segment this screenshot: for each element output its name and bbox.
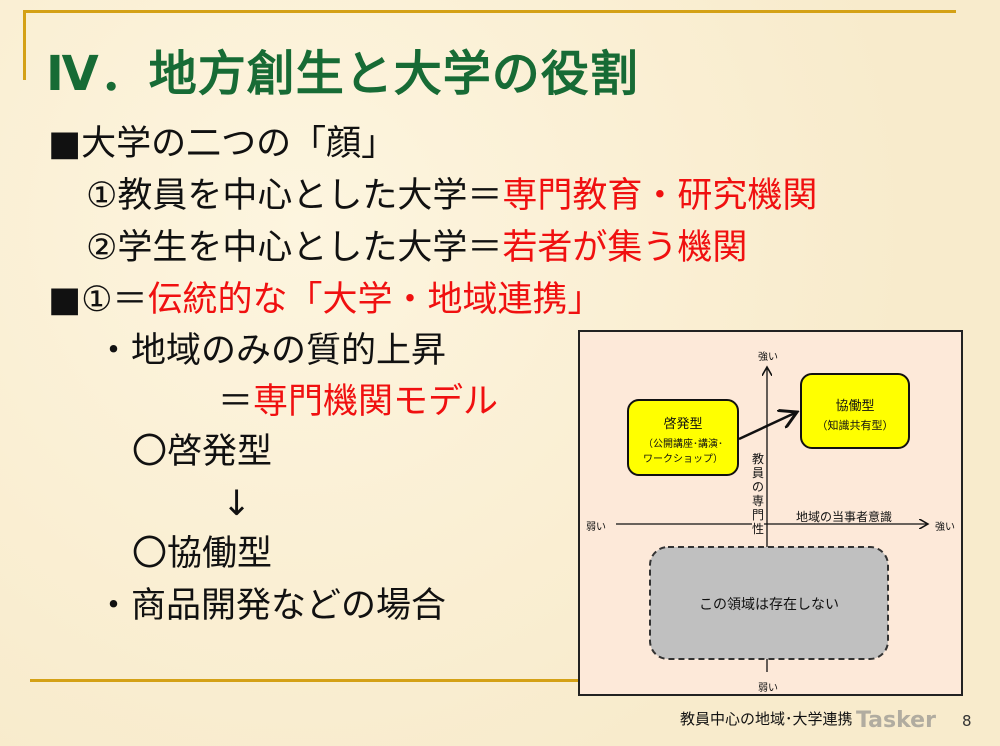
box-subtitle: ワークショップ） — [643, 454, 723, 465]
page-number: 8 — [962, 712, 972, 730]
quadrant-diagram: 強い 弱い 弱い 強い 教員の専門性 地域の当事者意識 啓発型 （公開講座･講演… — [578, 330, 963, 696]
box-title: 啓発型 — [663, 417, 703, 432]
diagram-caption: 教員中心の地域･大学連携 — [680, 710, 853, 728]
bullet-line: ・地域のみの質的上昇 — [96, 331, 447, 371]
bullet-line: 〇啓発型 — [132, 432, 273, 472]
collaboration-type-box: 協働型 （知識共有型） — [800, 373, 910, 449]
nonexistent-region — [649, 546, 889, 660]
bullet-line: ↓ — [222, 484, 252, 524]
y-axis-label: 教員の専門性 — [752, 452, 765, 536]
nonexistent-region-label: この領域は存在しない — [699, 597, 839, 613]
bullet-line: ②学生を中心とした大学＝若者が集う機関 — [86, 228, 748, 268]
x-axis-label: 地域の当事者意識 — [796, 510, 893, 524]
watermark: Tasker — [856, 708, 936, 733]
bullet-line: ・商品開発などの場合 — [96, 586, 447, 626]
diagram-axes — [616, 332, 965, 672]
x-left-label: 弱い — [586, 522, 606, 533]
bullet-line: 〇協働型 — [132, 534, 273, 574]
bullet-line: ■大学の二つの「顔」 — [48, 124, 397, 164]
y-bottom-label: 弱い — [758, 683, 778, 694]
x-right-label: 強い — [935, 522, 955, 533]
top-rule — [24, 10, 956, 13]
left-rule — [23, 10, 26, 80]
bullet-line: ＝専門機関モデル — [218, 382, 499, 422]
bullet-line: ■①＝伝統的な「大学・地域連携」 — [48, 280, 603, 320]
slide-title: Ⅳ．地方創生と大学の役割 — [46, 46, 639, 102]
y-top-label: 強い — [758, 352, 778, 363]
box-subtitle: （知識共有型） — [816, 419, 894, 432]
transition-arrow — [738, 412, 797, 441]
bullet-line: ①教員を中心とした大学＝専門教育・研究機関 — [86, 176, 818, 216]
box-title: 協働型 — [835, 399, 875, 414]
box-subtitle: （公開講座･講演･ — [643, 439, 723, 450]
enlightenment-type-box: 啓発型 （公開講座･講演･ ワークショップ） — [627, 399, 739, 476]
bottom-rule — [30, 679, 578, 682]
